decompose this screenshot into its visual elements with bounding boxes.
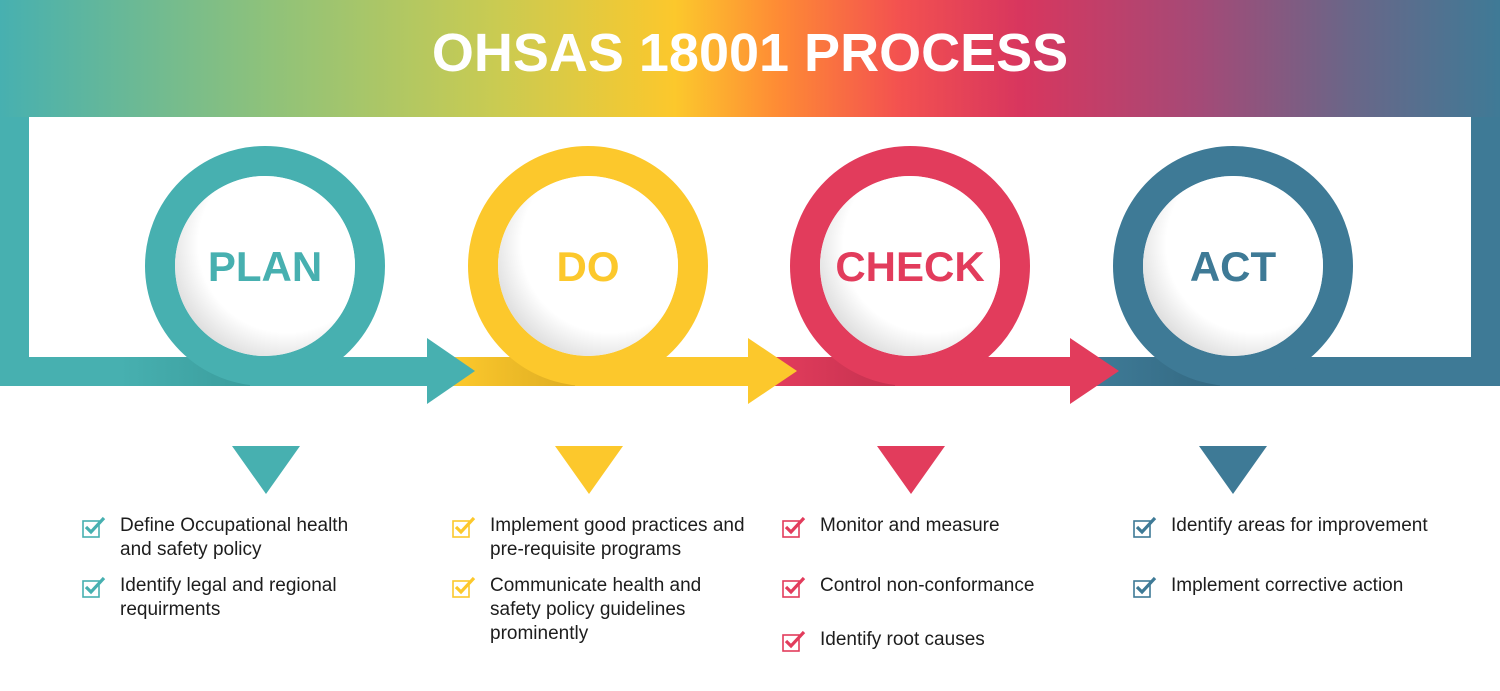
arrow-head-do-to-check (748, 338, 797, 404)
list-item: Identify areas for improvement (1133, 514, 1473, 538)
plan-checklist: Define Occupational health and safety po… (82, 514, 382, 622)
checkbox-checked-icon (452, 516, 476, 538)
stage-label-check: CHECK (835, 243, 985, 290)
item-text: Communicate health and safety policy gui… (490, 575, 702, 644)
list-item: Identify legal and regional requirments (82, 574, 382, 622)
frame-left-bar (0, 117, 29, 386)
triangle-down-icon (232, 446, 300, 494)
pdca-flow-diagram (0, 117, 1500, 404)
stage-label-do: DO (556, 243, 620, 290)
act-checklist: Identify areas for improvement Implement… (1133, 514, 1473, 598)
list-item: Define Occupational health and safety po… (82, 514, 382, 562)
checkbox-checked-icon (452, 576, 476, 598)
list-item: Implement corrective action (1133, 574, 1473, 598)
stage-label-act: ACT (1189, 243, 1277, 290)
checkbox-checked-icon (1133, 576, 1157, 598)
triangle-down-icon (877, 446, 945, 494)
checkbox-checked-icon (82, 516, 106, 538)
checkbox-checked-icon (782, 630, 806, 652)
arrow-head-check-to-act (1070, 338, 1119, 404)
item-text: Identify legal and regional requirments (120, 575, 337, 620)
list-item: Monitor and measure (782, 514, 1082, 538)
ring-act (1113, 146, 1353, 386)
checkbox-checked-icon (782, 576, 806, 598)
ring-do (468, 146, 708, 386)
frame-right-bar (1471, 117, 1500, 386)
arrow-head-plan-to-do (427, 338, 475, 404)
triangle-down-icon (555, 446, 623, 494)
checkbox-checked-icon (782, 516, 806, 538)
ring-plan (145, 146, 385, 386)
item-text: Implement good practices and pre-requisi… (490, 515, 745, 560)
list-item: Identify root causes (782, 628, 1082, 652)
stage-label-plan: PLAN (207, 243, 323, 290)
page-title: OHSAS 18001 PROCESS (431, 23, 1069, 83)
checkbox-checked-icon (82, 576, 106, 598)
ring-check (790, 146, 1030, 386)
check-checklist: Monitor and measure Control non-conforma… (782, 514, 1082, 652)
checkbox-checked-icon (1133, 516, 1157, 538)
item-text: Define Occupational health and safety po… (120, 515, 349, 560)
item-text: Identify areas for improvement (1171, 515, 1428, 536)
title-banner: OHSAS 18001 PROCESS (0, 0, 1500, 117)
do-checklist: Implement good practices and pre-requisi… (452, 514, 752, 646)
list-item: Control non-conformance (782, 574, 1082, 598)
item-text: Identify root causes (820, 629, 985, 650)
list-item: Communicate health and safety policy gui… (452, 574, 752, 646)
item-text: Monitor and measure (820, 515, 1000, 536)
triangle-down-icon (1199, 446, 1267, 494)
list-item: Implement good practices and pre-requisi… (452, 514, 752, 562)
item-text: Implement corrective action (1171, 575, 1404, 596)
item-text: Control non-conformance (820, 575, 1035, 596)
